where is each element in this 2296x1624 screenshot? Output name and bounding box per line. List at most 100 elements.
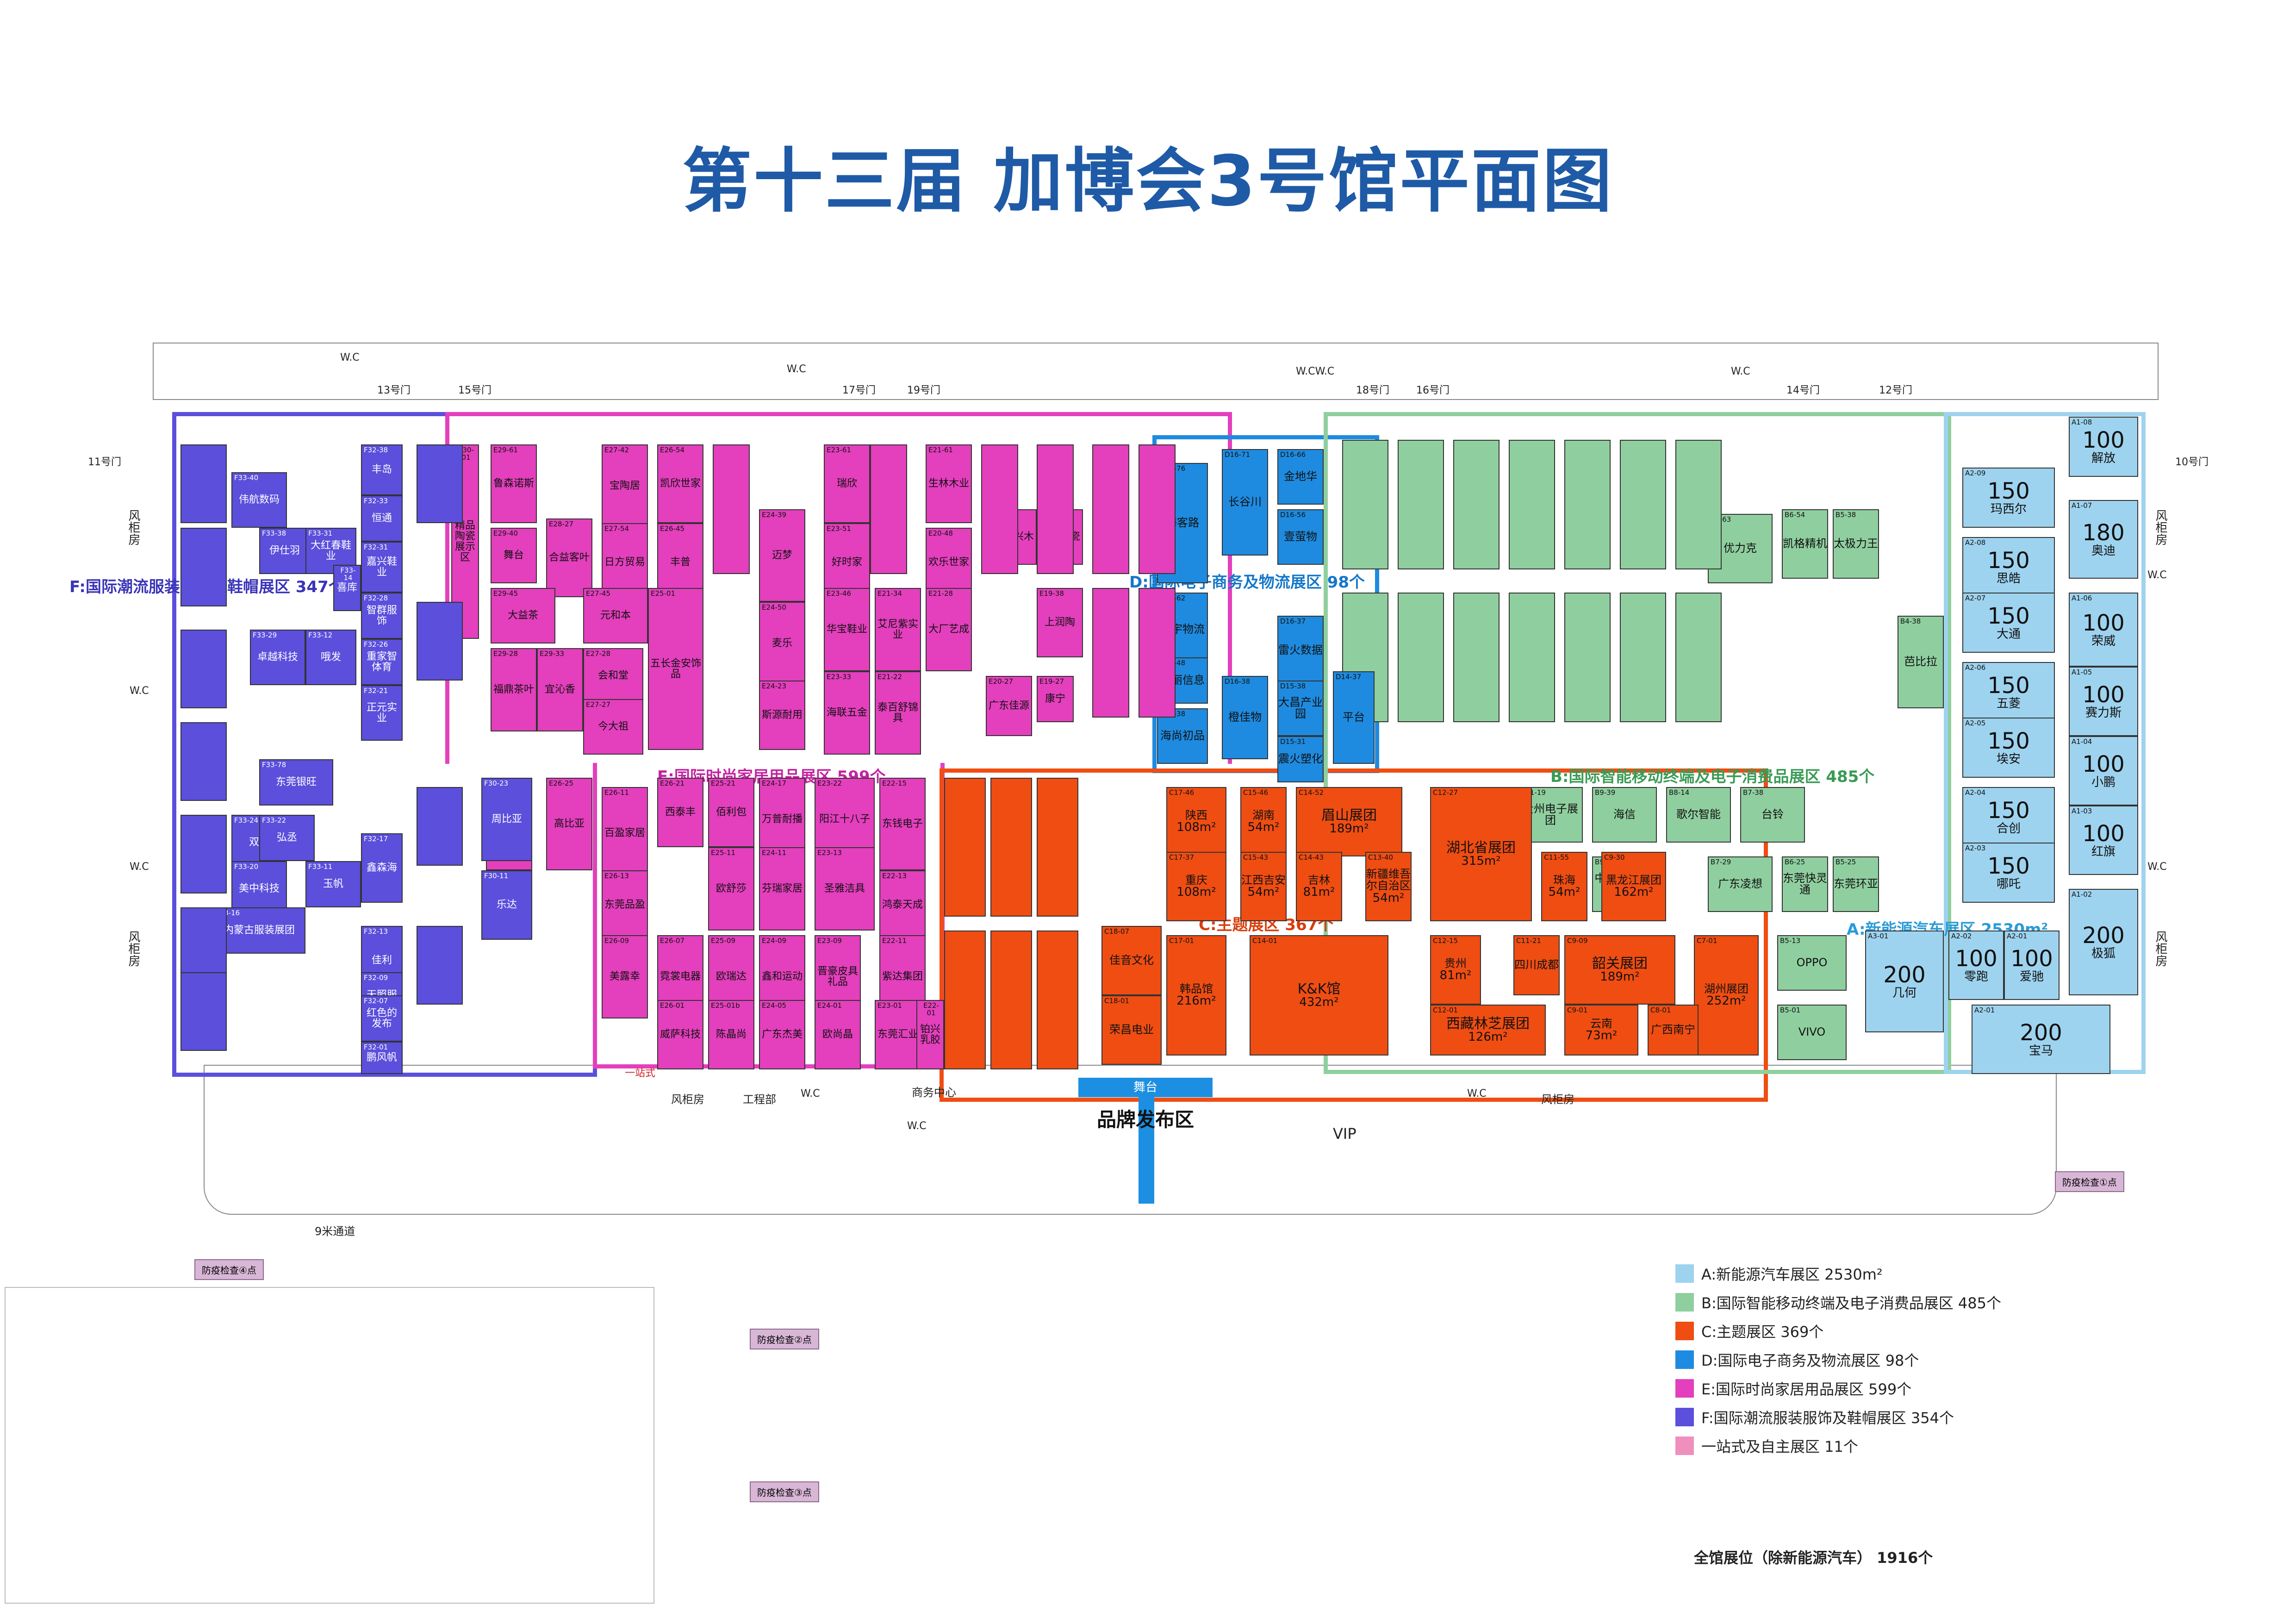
door-17: 17号门 <box>842 385 876 396</box>
zone-b-label: B:国际智能移动终端及电子消费品展区 485个 <box>1550 768 1875 786</box>
booth-code: C11-21 <box>1516 937 1542 945</box>
booth-name: 卓越科技 <box>257 651 298 663</box>
booth-code: F33-78 <box>262 761 286 769</box>
booth-name: 小鹏 <box>2091 775 2116 789</box>
booth-code: C13-40 <box>1368 853 1394 862</box>
legend-item-d: D:国际电子商务及物流展区 98个 <box>1675 1345 2001 1374</box>
booth-f-small <box>180 972 227 1051</box>
booth-code: E26-45 <box>660 525 685 533</box>
booth-name: 极狐 <box>2091 946 2116 961</box>
legend-label: 一站式及自主展区 11个 <box>1701 1438 1858 1455</box>
booth-name: 恒通 <box>371 512 392 525</box>
wc-north-1: W.C <box>340 352 360 363</box>
booth-name: 迈梦 <box>772 550 792 562</box>
booth-code: C15-43 <box>1243 853 1269 862</box>
booth-code: A1-05 <box>2072 668 2092 676</box>
booth-name: 思皓 <box>1996 571 2021 586</box>
booth-name: K&K馆 <box>1297 981 1341 997</box>
booth-code: F32-09 <box>364 974 388 982</box>
legend-swatch <box>1675 1350 1694 1369</box>
legend-swatch <box>1675 1379 1694 1398</box>
booth-b-small <box>1675 593 1722 722</box>
booth-name: 元和本 <box>600 610 631 622</box>
booth-code: F32-26 <box>364 640 388 649</box>
booth-f-small <box>417 444 463 523</box>
wc-north-2: W.C <box>787 363 806 375</box>
booth-code: E25-01 <box>651 589 676 598</box>
wc-west-1: W.C <box>130 685 149 697</box>
booth-name: 芭比拉 <box>1904 655 1937 668</box>
booth-name: 佳利 <box>371 955 392 967</box>
booth-size: 54m² <box>1247 885 1280 899</box>
booth-b-small <box>1342 440 1388 569</box>
booth-name: 大昌产业园 <box>1278 695 1323 720</box>
legend-swatch <box>1675 1264 1694 1283</box>
booth-f-small <box>180 722 227 801</box>
booth-size: 54m² <box>1372 891 1405 905</box>
booth-size: 108m² <box>1176 885 1216 899</box>
booth-name: 金地华 <box>1284 470 1317 483</box>
booth-name: 威萨科技 <box>660 1029 701 1041</box>
checkpoint-4: 防疫检查④点 <box>194 1259 264 1280</box>
booth-name: 内蒙古服装展团 <box>223 924 295 937</box>
booth-code: E24-17 <box>762 779 787 787</box>
door-14: 14号门 <box>1786 385 1820 396</box>
booth-code: F32-28 <box>364 594 388 602</box>
booth-area: 100 <box>1955 946 1997 972</box>
legend-label: E:国际时尚家居用品展区 599个 <box>1701 1380 1912 1398</box>
booth-area: 150 <box>1987 853 2030 880</box>
booth-name: 湖州展团 <box>1704 982 1748 995</box>
booth-name: 广东佳源 <box>988 700 1029 712</box>
booth-code: E24-50 <box>762 603 787 612</box>
booth-name: 广西南宁 <box>1651 1023 1695 1037</box>
booth-name: 凯格精机 <box>1783 537 1827 550</box>
booth-name: 万普耐播 <box>761 813 803 825</box>
booth-name: 乐达 <box>496 899 517 911</box>
booth-name: 鑫森海 <box>366 862 397 874</box>
booth-b-small <box>1675 440 1722 569</box>
booth-name: 伊仕羽 <box>269 545 300 557</box>
booth-area: 100 <box>2082 821 2125 847</box>
booth-b-small <box>1509 440 1555 569</box>
booth-code: D15-31 <box>1280 737 1306 746</box>
stage: 舞台 <box>1078 1078 1213 1097</box>
booth-c-small <box>990 778 1032 917</box>
legend-swatch <box>1675 1322 1694 1340</box>
booth-e-small <box>1139 588 1176 718</box>
legend-item-e: E:国际时尚家居用品展区 599个 <box>1675 1374 2001 1403</box>
booth-code: C15-46 <box>1243 788 1269 797</box>
stage-runway <box>1139 1097 1154 1204</box>
booth-name: 鹏风帆 <box>366 1052 397 1064</box>
booth-name: 芬瑞家居 <box>761 883 803 895</box>
wc-south-3: W.C <box>1467 1088 1487 1099</box>
booth-name: 西泰丰 <box>665 806 696 818</box>
booth-area: 100 <box>2082 610 2125 637</box>
booth-code: E29-40 <box>493 529 518 537</box>
